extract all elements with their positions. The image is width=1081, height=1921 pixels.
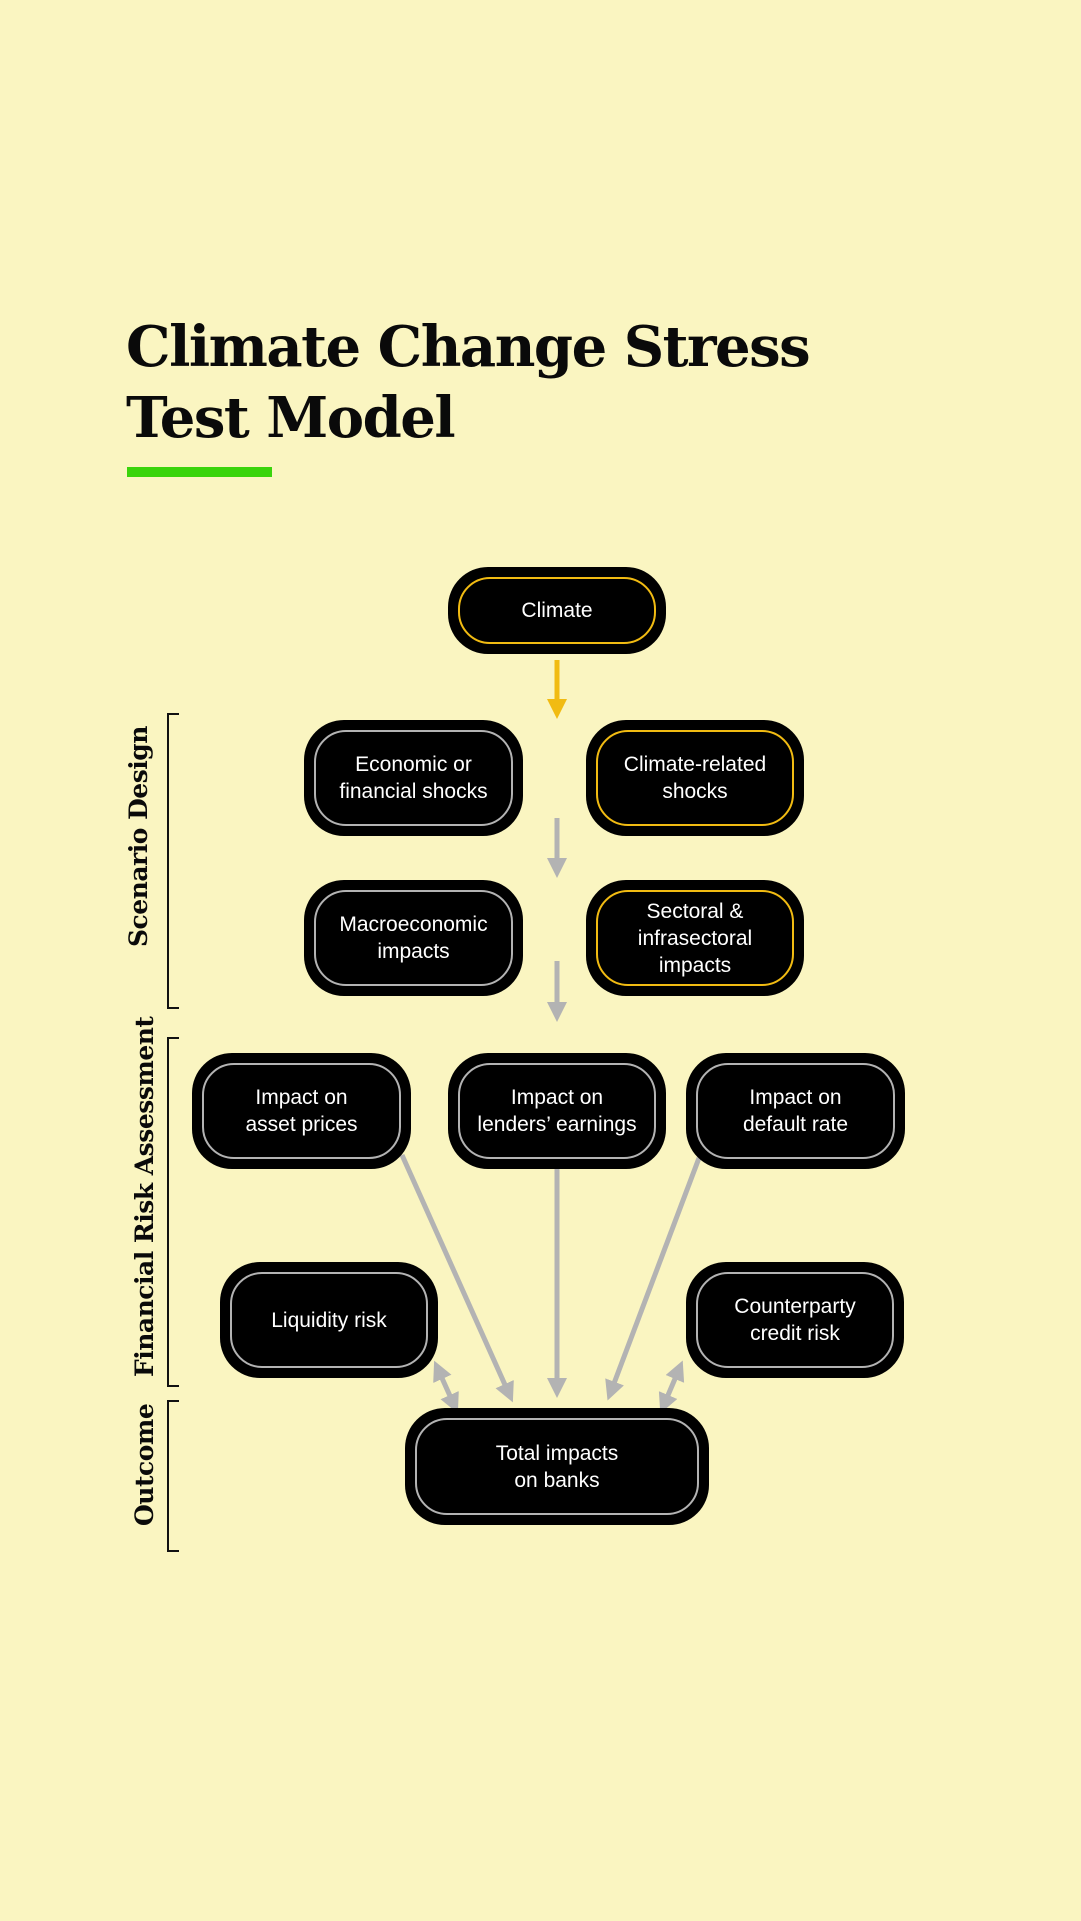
node-climate-related-shocks-frame: Climate-related shocks — [596, 730, 794, 826]
title-line-2: Test Model — [126, 385, 456, 451]
node-counterparty-credit-risk-frame: Counterparty credit risk — [696, 1272, 894, 1368]
node-label: financial shocks — [339, 780, 488, 803]
node-climate-frame: Climate — [458, 577, 656, 644]
title-accent-bar — [127, 467, 272, 477]
node-climate-related-shocks: Climate-related shocks — [586, 720, 804, 836]
section-label-outcome: Outcome — [130, 1403, 159, 1526]
arrow-liquidity-total-bidirectional — [433, 1360, 459, 1414]
node-impact-asset-prices: Impact on asset prices — [192, 1053, 411, 1169]
node-label: Impact on — [255, 1086, 348, 1109]
node-label: impacts — [658, 953, 732, 977]
page-title: Climate Change Stress Test Model — [126, 312, 846, 454]
section-label-financial-risk-assessment: Financial Risk Assessment — [130, 1016, 159, 1377]
section-label-scenario-design: Scenario Design — [124, 726, 153, 947]
node-label: Counterparty — [734, 1295, 856, 1318]
node-total-impacts-on-banks-frame: Total impacts on banks — [415, 1418, 699, 1515]
node-sectoral-infrasectoral-impacts-frame: Sectoral & infrasectoral impacts — [596, 890, 794, 986]
node-macroeconomic-impacts: Macroeconomic impacts — [304, 880, 523, 996]
node-impact-lenders-earnings: Impact on lenders’ earnings — [448, 1053, 666, 1169]
node-impact-default-rate: Impact on default rate — [686, 1053, 905, 1169]
node-label: Macroeconomic — [339, 913, 488, 936]
node-label: impacts — [377, 940, 450, 963]
node-label: asset prices — [245, 1113, 358, 1136]
node-impact-lenders-earnings-frame: Impact on lenders’ earnings — [458, 1063, 656, 1159]
node-label: shocks — [662, 780, 728, 803]
node-label: Liquidity risk — [271, 1308, 387, 1332]
bracket-financial-risk-assessment — [167, 1037, 179, 1387]
node-label: Economic or — [355, 753, 472, 776]
node-label: Sectoral & — [646, 899, 744, 923]
node-economic-financial-shocks-frame: Economic or financial shocks — [314, 730, 513, 826]
node-total-impacts-on-banks: Total impacts on banks — [405, 1408, 709, 1525]
node-label: credit risk — [750, 1322, 840, 1345]
node-climate: Climate — [448, 567, 666, 654]
node-impact-default-rate-frame: Impact on default rate — [696, 1063, 895, 1159]
arrow-counterparty-total-bidirectional — [658, 1360, 685, 1414]
node-label: Climate-related — [623, 753, 767, 776]
node-label: on banks — [514, 1468, 600, 1492]
node-label: Impact on — [749, 1086, 842, 1109]
title-line-1: Climate Change Stress — [126, 314, 811, 380]
node-counterparty-credit-risk: Counterparty credit risk — [686, 1262, 904, 1378]
node-label: lenders’ earnings — [477, 1113, 637, 1136]
node-label: Impact on — [510, 1086, 604, 1109]
node-sectoral-infrasectoral-impacts: Sectoral & infrasectoral impacts — [586, 880, 804, 996]
arrow-default-rate-to-total — [605, 1157, 702, 1401]
bracket-scenario-design — [167, 713, 179, 1009]
node-label: infrasectoral — [637, 926, 753, 950]
node-liquidity-risk-frame: Liquidity risk — [230, 1272, 428, 1368]
node-label: Climate — [521, 599, 593, 622]
node-label: Total impacts — [495, 1441, 619, 1465]
node-label: default rate — [742, 1113, 849, 1136]
node-economic-financial-shocks: Economic or financial shocks — [304, 720, 523, 836]
node-impact-asset-prices-frame: Impact on asset prices — [202, 1063, 401, 1159]
node-macroeconomic-impacts-frame: Macroeconomic impacts — [314, 890, 513, 986]
bracket-outcome — [167, 1400, 179, 1552]
node-liquidity-risk: Liquidity risk — [220, 1262, 438, 1378]
